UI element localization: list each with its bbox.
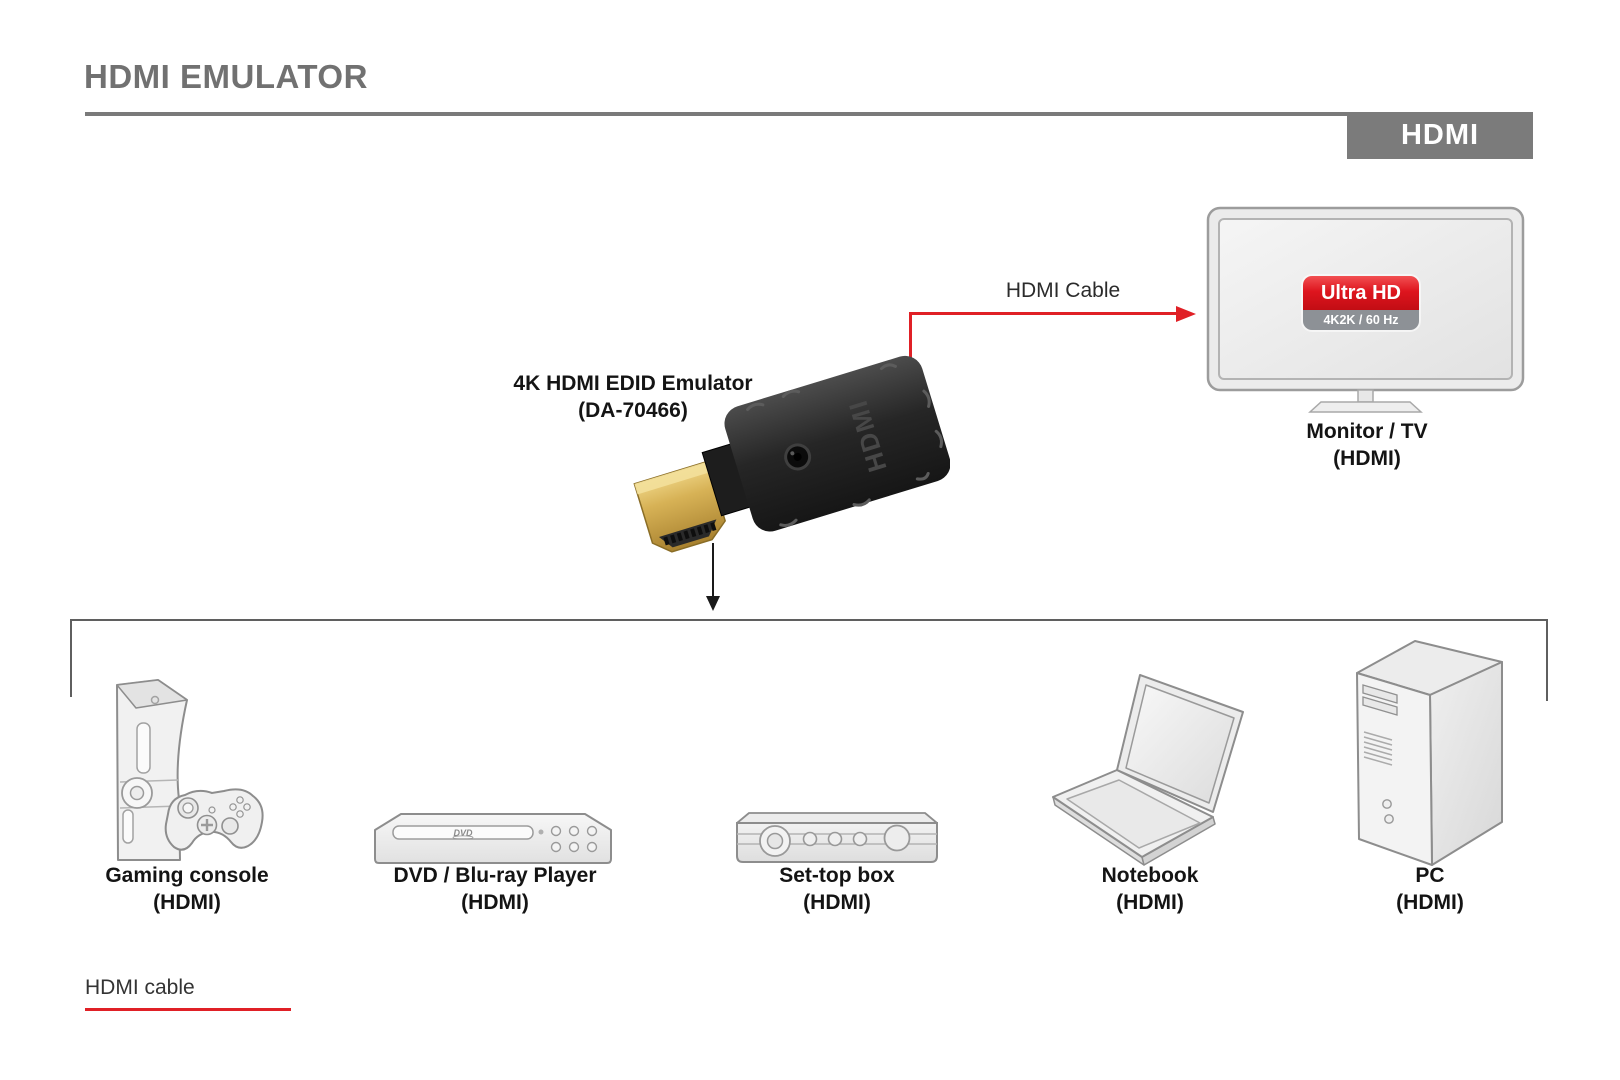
stb-dial-center [766, 832, 784, 850]
console-power-button [129, 785, 145, 801]
monitor-label-line1: Monitor / TV [1306, 420, 1428, 443]
emulator-label-line2: (DA-70466) [578, 399, 688, 422]
emulator-ridges [746, 363, 943, 527]
hdmi-plug-top-face [634, 461, 711, 495]
pc-side-face [1429, 661, 1503, 866]
ultra-hd-badge-title: Ultra HD [1303, 276, 1419, 310]
cable-arrow-vertical-line [909, 312, 912, 362]
gamepad-dpad-cross [201, 819, 213, 831]
sources-bracket-right [1546, 619, 1548, 701]
emulator-led-highlight [790, 451, 795, 456]
notebook-keyboard-area [1066, 779, 1201, 849]
hdmi-cable-arrow-label: HDMI Cable [1005, 279, 1121, 302]
emulator-body [724, 355, 950, 532]
emulator-label-line1: 4K HDMI EDID Emulator [513, 372, 753, 395]
stb-small-buttons [802, 831, 868, 847]
notebook-label-line2: (HDMI) [1116, 891, 1184, 914]
gamepad-guide-button [208, 806, 216, 814]
title-rule [85, 112, 1347, 116]
ultra-hd-badge-subtitle: 4K2K / 60 Hz [1303, 310, 1419, 330]
dvd-logo-ellipse [452, 835, 474, 840]
pc-label: PC (HDMI) [1290, 862, 1570, 916]
cable-arrow-horizontal-line [909, 312, 1177, 315]
dvd-led-indicator [538, 829, 544, 835]
stb-top-face [736, 812, 938, 824]
monitor-stand-neck [1357, 389, 1374, 403]
pc-label-line2: (HDMI) [1396, 891, 1464, 914]
gaming-console-label-line2: (HDMI) [153, 891, 221, 914]
emulator-label: 4K HDMI EDID Emulator (DA-70466) [483, 370, 783, 424]
dvd-player-label-line2: (HDMI) [461, 891, 529, 914]
notebook-illustration [1052, 674, 1244, 866]
gamepad-face-buttons [229, 796, 251, 818]
pc-illustration [1356, 640, 1503, 866]
dvd-logo-text: DVD [453, 828, 473, 838]
console-lower-slot [122, 809, 134, 844]
cable-arrow-head-icon [1176, 305, 1196, 322]
gamepad-left-stick [182, 802, 194, 814]
edid-emulator-illustration: HDMI [633, 355, 950, 553]
gaming-console-illustration [116, 679, 264, 861]
stb-power-button [883, 824, 911, 852]
set-top-box-illustration [736, 812, 938, 863]
pc-drive-bays [1362, 684, 1398, 716]
sources-bracket-horizontal [70, 619, 1548, 621]
dvd-player-label-line1: DVD / Blu-ray Player [393, 864, 597, 887]
hdmi-plug-pins [663, 522, 717, 546]
sources-bracket-left [70, 619, 72, 697]
pc-label-line1: PC [1415, 864, 1445, 887]
gamepad-right-stick [221, 817, 239, 835]
dvd-player-illustration: DVD [374, 813, 612, 864]
emulator-led-core [793, 452, 802, 461]
ultra-hd-badge: Ultra HD 4K2K / 60 Hz [1303, 276, 1419, 330]
legend-hdmi-cable-label: HDMI cable [85, 976, 195, 999]
emulator-down-arrow-head-icon [706, 596, 720, 611]
legend-hdmi-cable-line [85, 1008, 291, 1011]
set-top-box-label-line1: Set-top box [779, 864, 895, 887]
monitor-label-line2: (HDMI) [1333, 447, 1401, 470]
gaming-console-label-line1: Gaming console [105, 864, 269, 887]
pc-front-buttons [1382, 799, 1394, 824]
gaming-console-label: Gaming console (HDMI) [47, 862, 327, 916]
console-disc-slot [136, 722, 151, 774]
set-top-box-label: Set-top box (HDMI) [697, 862, 977, 916]
dvd-player-label: DVD / Blu-ray Player (HDMI) [355, 862, 635, 916]
pc-vent-lines [1363, 731, 1393, 766]
notebook-screen [1125, 684, 1235, 804]
set-top-box-label-line2: (HDMI) [803, 891, 871, 914]
monitor-label: Monitor / TV (HDMI) [1227, 418, 1507, 472]
emulator-down-arrow-line [712, 543, 714, 597]
monitor-stand-base [1308, 401, 1423, 413]
notebook-label-line1: Notebook [1101, 864, 1199, 887]
notebook-label: Notebook (HDMI) [1010, 862, 1290, 916]
console-top-face [116, 679, 188, 709]
hdmi-corner-badge: HDMI [1347, 112, 1533, 159]
dvd-front-buttons [550, 825, 598, 853]
console-eject-button [150, 695, 160, 705]
pc-front-face [1356, 672, 1433, 866]
page-title: HDMI EMULATOR [84, 58, 368, 95]
